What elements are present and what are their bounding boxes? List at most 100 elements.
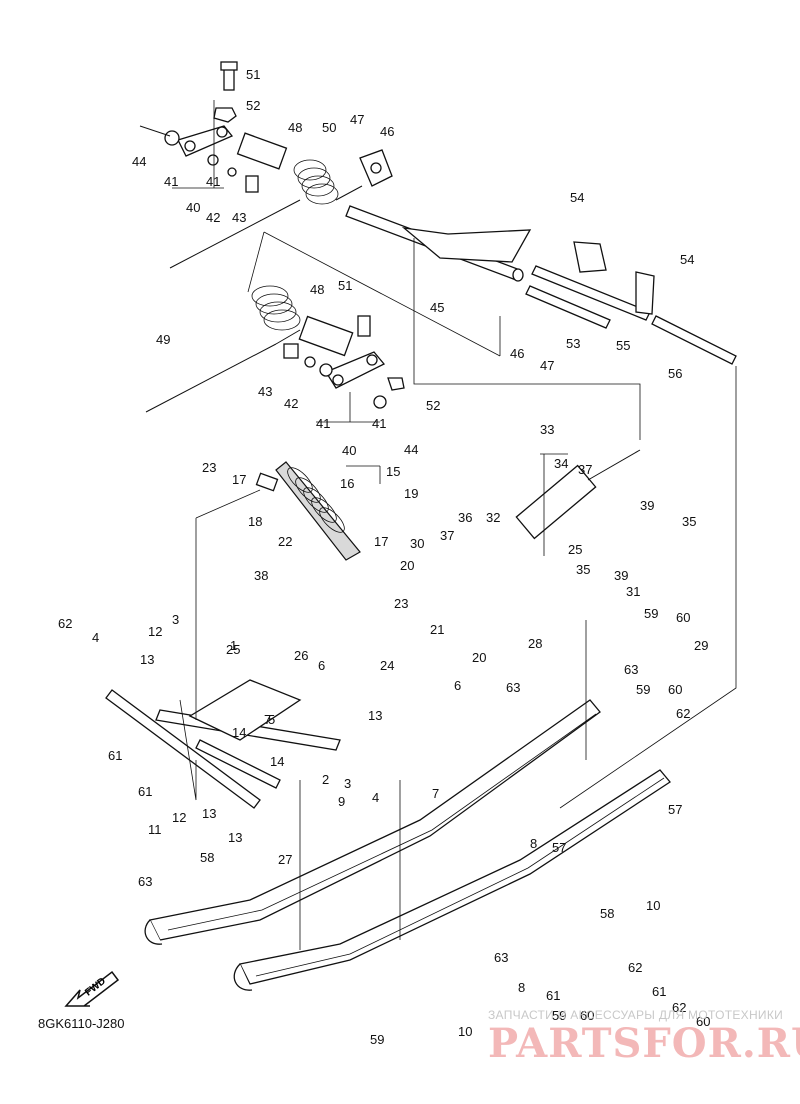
callout-51: 51 [338, 278, 352, 293]
callout-23: 23 [202, 460, 216, 475]
callout-37: 37 [440, 528, 454, 543]
callout-20: 20 [400, 558, 414, 573]
callout-40: 40 [342, 443, 356, 458]
callout-62: 62 [672, 1000, 686, 1015]
watermark-caption: ЗАПЧАСТИ И АКСЕССУАРЫ ДЛЯ МОТОТЕХНИКИ [488, 1008, 784, 1022]
callout-8: 8 [530, 836, 537, 851]
callout-62: 62 [58, 616, 72, 631]
callout-13: 13 [228, 830, 242, 845]
callout-39: 39 [640, 498, 654, 513]
callout-42: 42 [206, 210, 220, 225]
callout-58: 58 [200, 850, 214, 865]
callout-46: 46 [380, 124, 394, 139]
callout-16: 16 [340, 476, 354, 491]
callout-7: 7 [432, 786, 439, 801]
callout-19: 19 [404, 486, 418, 501]
callout-14: 14 [232, 725, 246, 740]
callout-12: 12 [148, 624, 162, 639]
callout-7: 7 [264, 712, 271, 727]
callout-44: 44 [132, 154, 146, 169]
callout-35: 35 [682, 514, 696, 529]
callout-33: 33 [540, 422, 554, 437]
callout-2: 2 [322, 772, 329, 787]
callout-54: 54 [680, 252, 694, 267]
callout-12: 12 [172, 810, 186, 825]
callout-41: 41 [372, 416, 386, 431]
callout-25: 25 [226, 642, 240, 657]
callout-41: 41 [206, 174, 220, 189]
callout-40: 40 [186, 200, 200, 215]
callout-51: 51 [246, 67, 260, 82]
callout-9: 9 [338, 794, 345, 809]
callout-23: 23 [394, 596, 408, 611]
callout-22: 22 [278, 534, 292, 549]
callout-60: 60 [696, 1014, 710, 1029]
callout-43: 43 [232, 210, 246, 225]
callout-4: 4 [92, 630, 99, 645]
callout-60: 60 [676, 610, 690, 625]
callout-63: 63 [506, 680, 520, 695]
callout-59: 59 [644, 606, 658, 621]
callout-41: 41 [316, 416, 330, 431]
callout-14: 14 [270, 754, 284, 769]
callout-27: 27 [0, 0, 14, 3]
callout-46: 46 [510, 346, 524, 361]
watermark-logo: PARTSFOR.RU [488, 1020, 800, 1067]
callout-20: 20 [472, 650, 486, 665]
callout-24: 24 [380, 658, 394, 673]
fwd-arrow-icon: FWD [64, 970, 120, 1007]
callout-56: 56 [668, 366, 682, 381]
callout-38: 38 [254, 568, 268, 583]
callout-62: 62 [676, 706, 690, 721]
callout-55: 55 [616, 338, 630, 353]
callout-52: 52 [426, 398, 440, 413]
callout-52: 52 [246, 98, 260, 113]
callout-59: 59 [370, 1032, 384, 1047]
callout-6: 6 [454, 678, 461, 693]
callout-10: 10 [646, 898, 660, 913]
callout-50: 50 [322, 120, 336, 135]
callout-43: 43 [258, 384, 272, 399]
shock-assembly [255, 449, 641, 561]
callout-28: 28 [528, 636, 542, 651]
callout-18: 18 [248, 514, 262, 529]
callout-57: 57 [552, 840, 566, 855]
callout-44: 44 [404, 442, 418, 457]
callout-49: 49 [156, 332, 170, 347]
callout-13: 13 [202, 806, 216, 821]
callout-21: 21 [430, 622, 444, 637]
callout-32: 32 [486, 510, 500, 525]
callout-10: 10 [458, 1024, 472, 1039]
callout-61: 61 [108, 748, 122, 763]
callout-61: 61 [546, 988, 560, 1003]
front-arm [105, 679, 341, 809]
callout-63: 63 [624, 662, 638, 677]
callout-41: 41 [164, 174, 178, 189]
callout-17: 17 [374, 534, 388, 549]
callout-48: 48 [288, 120, 302, 135]
callout-30: 30 [410, 536, 424, 551]
callout-31: 31 [626, 584, 640, 599]
slide-rails [144, 699, 671, 991]
callout-58: 58 [600, 906, 614, 921]
callout-59: 59 [552, 1008, 566, 1023]
callout-47: 47 [540, 358, 554, 373]
callout-1: 1 [230, 638, 237, 653]
callout-37: 37 [578, 462, 592, 477]
callout-25: 25 [568, 542, 582, 557]
callout-63: 63 [494, 950, 508, 965]
callout-11: 11 [148, 822, 162, 837]
callout-13: 13 [368, 708, 382, 723]
callout-15: 15 [386, 464, 400, 479]
callout-35: 35 [576, 562, 590, 577]
callout-54: 54 [570, 190, 584, 205]
callout-53: 53 [566, 336, 580, 351]
callout-3: 3 [172, 612, 179, 627]
callout-61: 61 [138, 784, 152, 799]
callout-61: 61 [652, 984, 666, 999]
callout-36: 36 [458, 510, 472, 525]
callout-57: 57 [668, 802, 682, 817]
callout-34: 34 [554, 456, 568, 471]
callout-60: 60 [580, 1008, 594, 1023]
